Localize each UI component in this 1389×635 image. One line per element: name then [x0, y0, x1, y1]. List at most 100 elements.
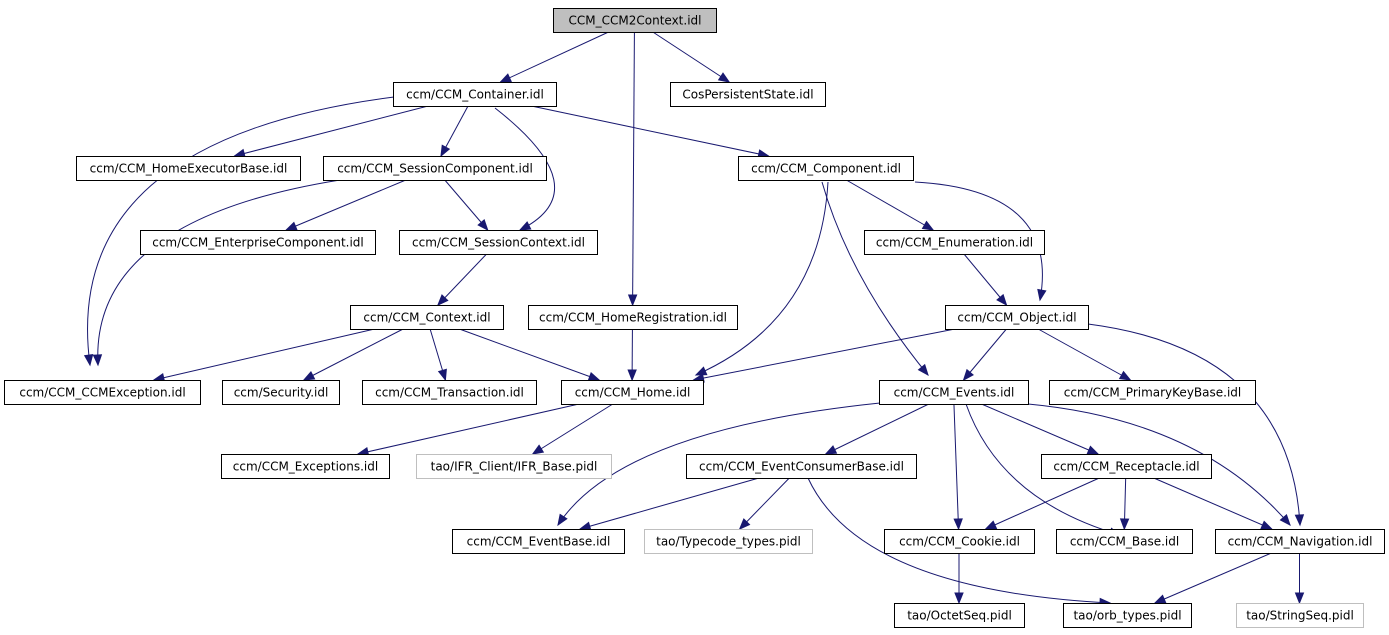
edge-line: [531, 105, 769, 157]
arrowhead: [694, 366, 708, 376]
graph-nodes: CCM_CCM2Context.idl ccm/CCM_Container.idl…: [4, 8, 1385, 628]
node-label: ccm/CCM_Context.idl: [363, 311, 490, 325]
node-navigation[interactable]: ccm/CCM_Navigation.idl: [1215, 529, 1385, 554]
node-receptacle[interactable]: ccm/CCM_Receptacle.idl: [1041, 454, 1212, 479]
arrowhead: [587, 371, 601, 381]
edge-line: [357, 403, 580, 455]
edge-component-to-events: [821, 181, 929, 377]
node-base[interactable]: ccm/CCM_Base.idl: [1056, 529, 1193, 554]
node-label: tao/orb_types.pidl: [1073, 609, 1181, 623]
arrowhead: [1294, 592, 1305, 605]
edge-home-to-ifrbase: [531, 403, 614, 455]
node-component[interactable]: ccm/CCM_Component.idl: [738, 156, 914, 181]
node-home[interactable]: ccm/CCM_Home.idl: [561, 380, 704, 405]
edge-events-to-eventbase: [557, 402, 881, 527]
node-security[interactable]: ccm/Security.idl: [222, 380, 340, 405]
node-label: ccm/CCM_EventConsumerBase.idl: [699, 460, 904, 474]
edge-line: [1037, 328, 1131, 381]
node-label: ccm/CCM_Cookie.idl: [899, 535, 1020, 549]
node-label: ccm/CCM_CCMException.idl: [19, 386, 185, 400]
arrowhead: [531, 444, 545, 455]
node-label: ccm/CCM_Receptacle.idl: [1053, 460, 1199, 474]
node-box: [222, 380, 340, 405]
arrowhead: [1153, 594, 1167, 604]
edge-component-to-home: [694, 181, 829, 376]
node-sessctx[interactable]: ccm/CCM_SessionContext.idl: [399, 230, 598, 255]
node-homereg[interactable]: ccm/CCM_HomeRegistration.idl: [528, 305, 738, 330]
edge-cookie-to-octetseq: [954, 553, 964, 605]
node-label: ccm/CCM_EventBase.idl: [467, 535, 611, 549]
arrowhead: [1086, 445, 1100, 455]
node-label: tao/IFR_Client/IFR_Base.pidl: [431, 460, 598, 474]
edge-object-to-pkbase: [1037, 328, 1132, 381]
node-box: [1056, 529, 1193, 554]
node-stringseq[interactable]: tao/StringSeq.pidl: [1236, 603, 1364, 628]
node-enterprise[interactable]: ccm/CCM_EnterpriseComponent.idl: [140, 230, 376, 255]
node-label: ccm/CCM_PrimaryKeyBase.idl: [1064, 386, 1242, 400]
node-exceptions[interactable]: ccm/CCM_Exceptions.idl: [221, 454, 390, 479]
node-homeexec[interactable]: ccm/CCM_HomeExecutorBase.idl: [76, 156, 301, 181]
edge-container-to-sesscomp: [440, 105, 469, 158]
edge-sesscomp-to-enterprise: [284, 179, 406, 231]
node-container[interactable]: ccm/CCM_Container.idl: [393, 82, 557, 107]
arrowhead: [518, 221, 532, 231]
edge-line: [532, 403, 614, 455]
node-enumeration[interactable]: ccm/CCM_Enumeration.idl: [864, 230, 1045, 255]
edge-line: [739, 477, 790, 530]
node-pkbase[interactable]: ccm/CCM_PrimaryKeyBase.idl: [1049, 380, 1256, 405]
node-box: [323, 156, 547, 181]
node-box: [416, 454, 612, 479]
arrowhead: [477, 218, 489, 232]
node-label: tao/Typecode_types.pidl: [656, 535, 801, 549]
edge-sesscomp-to-ccmexc: [92, 179, 341, 367]
node-evconsumer[interactable]: ccm/CCM_EventConsumerBase.idl: [686, 454, 917, 479]
edge-evconsumer-to-eventbase: [578, 477, 760, 531]
node-typecode[interactable]: tao/Typecode_types.pidl: [644, 529, 813, 554]
node-orbtypes[interactable]: tao/orb_types.pidl: [1063, 603, 1192, 628]
edge-root-to-cospersist: [652, 31, 731, 83]
node-box: [362, 380, 537, 405]
edge-navigation-to-orbtypes: [1153, 552, 1272, 604]
arrowhead: [996, 293, 1008, 307]
edge-context-to-home: [459, 328, 601, 381]
arrowhead: [824, 445, 838, 455]
arrowhead: [962, 368, 974, 382]
node-ifrbase[interactable]: tao/IFR_Client/IFR_Base.pidl: [416, 454, 612, 479]
node-transaction[interactable]: ccm/CCM_Transaction.idl: [362, 380, 537, 405]
node-box: [738, 156, 914, 181]
node-box: [76, 156, 301, 181]
edge-line: [965, 403, 1121, 536]
node-sesscomp[interactable]: ccm/CCM_SessionComponent.idl: [323, 156, 547, 181]
node-box: [1063, 603, 1192, 628]
arrowhead: [92, 354, 103, 367]
edge-homereg-to-home: [627, 328, 637, 382]
edge-object-to-navigation: [1087, 323, 1305, 527]
node-eventbase[interactable]: ccm/CCM_EventBase.idl: [452, 529, 625, 554]
node-box: [561, 380, 704, 405]
node-box: [399, 230, 598, 255]
node-object[interactable]: ccm/CCM_Object.idl: [945, 305, 1089, 330]
node-root[interactable]: CCM_CCM2Context.idl: [553, 8, 717, 33]
arrowhead: [437, 294, 449, 306]
node-events[interactable]: ccm/CCM_Events.idl: [879, 380, 1029, 405]
node-cospersist[interactable]: CosPersistentState.idl: [670, 82, 826, 107]
arrowhead: [302, 370, 316, 381]
edge-line: [557, 402, 881, 526]
arrowhead: [1260, 520, 1273, 530]
node-cookie[interactable]: ccm/CCM_Cookie.idl: [884, 529, 1035, 554]
edge-line: [981, 403, 1099, 455]
edge-line: [494, 107, 556, 231]
edge-line: [97, 179, 341, 366]
arrowhead: [499, 73, 512, 83]
arrowhead: [1119, 518, 1130, 531]
edge-root-to-container: [499, 31, 609, 83]
edge-sesscomp-to-sessctx: [444, 179, 489, 232]
node-ccmexc[interactable]: ccm/CCM_CCMException.idl: [4, 380, 201, 405]
node-context[interactable]: ccm/CCM_Context.idl: [350, 305, 504, 330]
arrowhead: [984, 520, 998, 530]
node-box: [1215, 529, 1385, 554]
node-octetseq[interactable]: tao/OctetSeq.pidl: [894, 603, 1025, 628]
edge-line: [807, 477, 1111, 604]
edge-line: [953, 403, 960, 530]
